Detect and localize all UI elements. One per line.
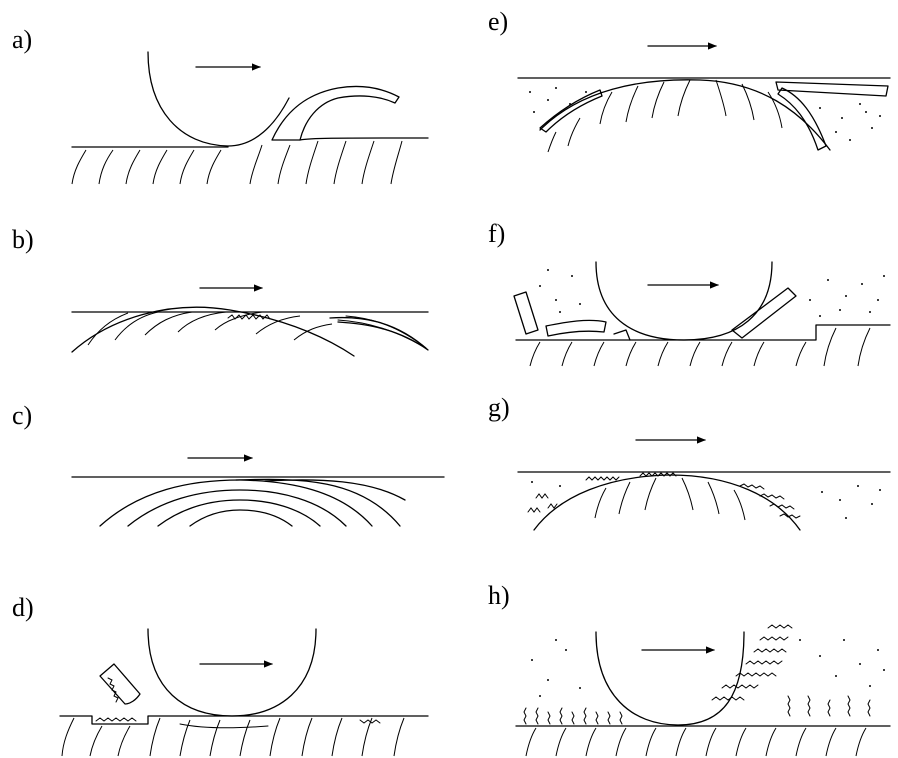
panel-a-label: a) <box>12 25 32 54</box>
grain-lines <box>88 312 332 345</box>
fracture-zone <box>524 625 870 724</box>
panel-h-label: h) <box>488 581 510 610</box>
tool-profile <box>148 52 289 146</box>
grain-lines <box>548 80 782 152</box>
chip-fracture <box>108 678 118 702</box>
panel-d: d) <box>12 593 428 756</box>
chip <box>732 288 796 338</box>
particles <box>539 269 885 317</box>
chip-fragment <box>614 330 630 340</box>
grain-lines <box>530 328 870 366</box>
chip-layers <box>338 316 426 348</box>
particles <box>529 87 881 141</box>
panel-f: f) <box>488 219 890 366</box>
panel-e-label: e) <box>488 7 508 36</box>
grain-lines <box>595 478 745 520</box>
surface-line <box>300 138 428 140</box>
tool-profile <box>596 632 744 725</box>
panel-b: b) <box>12 225 428 356</box>
grain-lines <box>526 728 866 756</box>
slip-lines <box>100 479 405 526</box>
panel-h: h) <box>488 581 890 756</box>
chip <box>272 86 399 140</box>
panel-g: g) <box>488 393 890 530</box>
tool-path <box>534 475 800 530</box>
panel-c-label: c) <box>12 401 32 430</box>
particles <box>531 639 885 697</box>
tool-profile <box>148 629 316 716</box>
chip <box>100 664 140 704</box>
particles <box>531 481 881 519</box>
panel-d-label: d) <box>12 593 34 622</box>
panel-a: a) <box>12 25 428 184</box>
chip <box>514 292 538 334</box>
panel-e: e) <box>488 7 890 152</box>
fracture-line <box>180 720 380 728</box>
tool-profile <box>596 262 772 340</box>
chip <box>546 320 606 336</box>
fracture-line <box>96 718 136 721</box>
panel-f-label: f) <box>488 219 505 248</box>
panel-c: c) <box>12 401 444 526</box>
tool-path <box>72 307 354 356</box>
panel-g-label: g) <box>488 393 510 422</box>
panel-b-label: b) <box>12 225 34 254</box>
